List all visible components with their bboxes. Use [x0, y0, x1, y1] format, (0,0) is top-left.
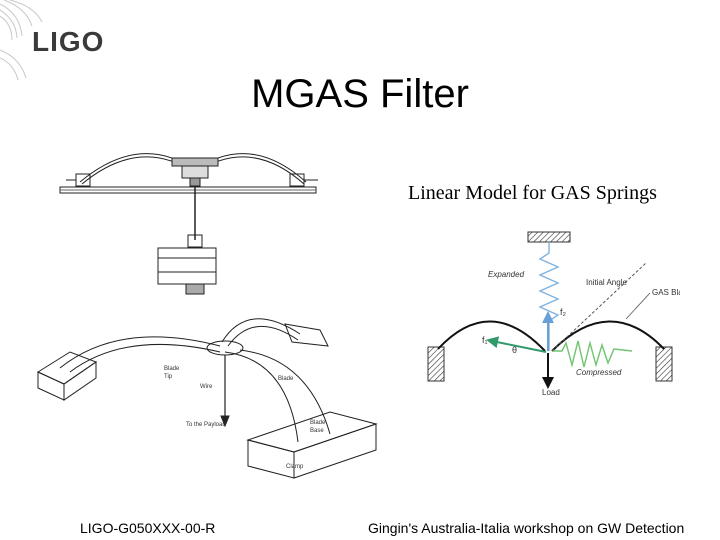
model-subtitle: Linear Model for GAS Springs: [408, 182, 657, 204]
slide-title: MGAS Filter: [251, 72, 469, 116]
label-gas-blade: GAS Blade: [652, 288, 680, 297]
logo-text: LIGO: [32, 26, 105, 57]
label-initial-angle: Initial Angle: [586, 278, 627, 287]
label-blade: Blade: [278, 376, 294, 382]
label-f2: f₂: [560, 307, 567, 317]
svg-text:Tip: Tip: [164, 374, 173, 380]
gas-blade-left: [437, 320, 546, 352]
f1-arrow: [486, 336, 547, 353]
svg-text:Base: Base: [310, 428, 324, 434]
label-compressed: Compressed: [576, 368, 622, 377]
right-wall: [655, 346, 673, 382]
label-load: Load: [542, 388, 560, 397]
ligo-logo: [0, 0, 120, 81]
footer-workshop: Gingin's Australia-Italia workshop on GW…: [368, 520, 685, 536]
label-to-payload: To the Payload: [186, 422, 226, 428]
expanded-spring: [538, 242, 560, 351]
left-wall: [427, 346, 445, 382]
mgas-perspective-drawing: Blade Tip Wire Blade To the Payload Blad…: [36, 318, 378, 479]
label-clamp: Clamp: [286, 464, 304, 470]
label-theta: θ: [512, 345, 517, 355]
label-expanded: Expanded: [488, 270, 525, 279]
label-base: Blade: [310, 420, 326, 426]
top-anchor: [527, 231, 571, 243]
gas-blade-right: [551, 320, 665, 352]
gas-linear-model-diagram: Expanded Initial Angle GAS Blade Compres…: [427, 231, 680, 397]
initial-angle-line: [551, 262, 647, 352]
compressed-spring: [552, 340, 633, 368]
footer-document-id: LIGO-G050XXX-00-R: [80, 520, 216, 536]
label-tip: Blade: [164, 366, 180, 372]
logo-arcs-icon: [0, 0, 43, 81]
label-wire: Wire: [200, 384, 213, 390]
label-f1: f₁: [482, 335, 488, 345]
mgas-cross-section-drawing: [59, 153, 318, 295]
